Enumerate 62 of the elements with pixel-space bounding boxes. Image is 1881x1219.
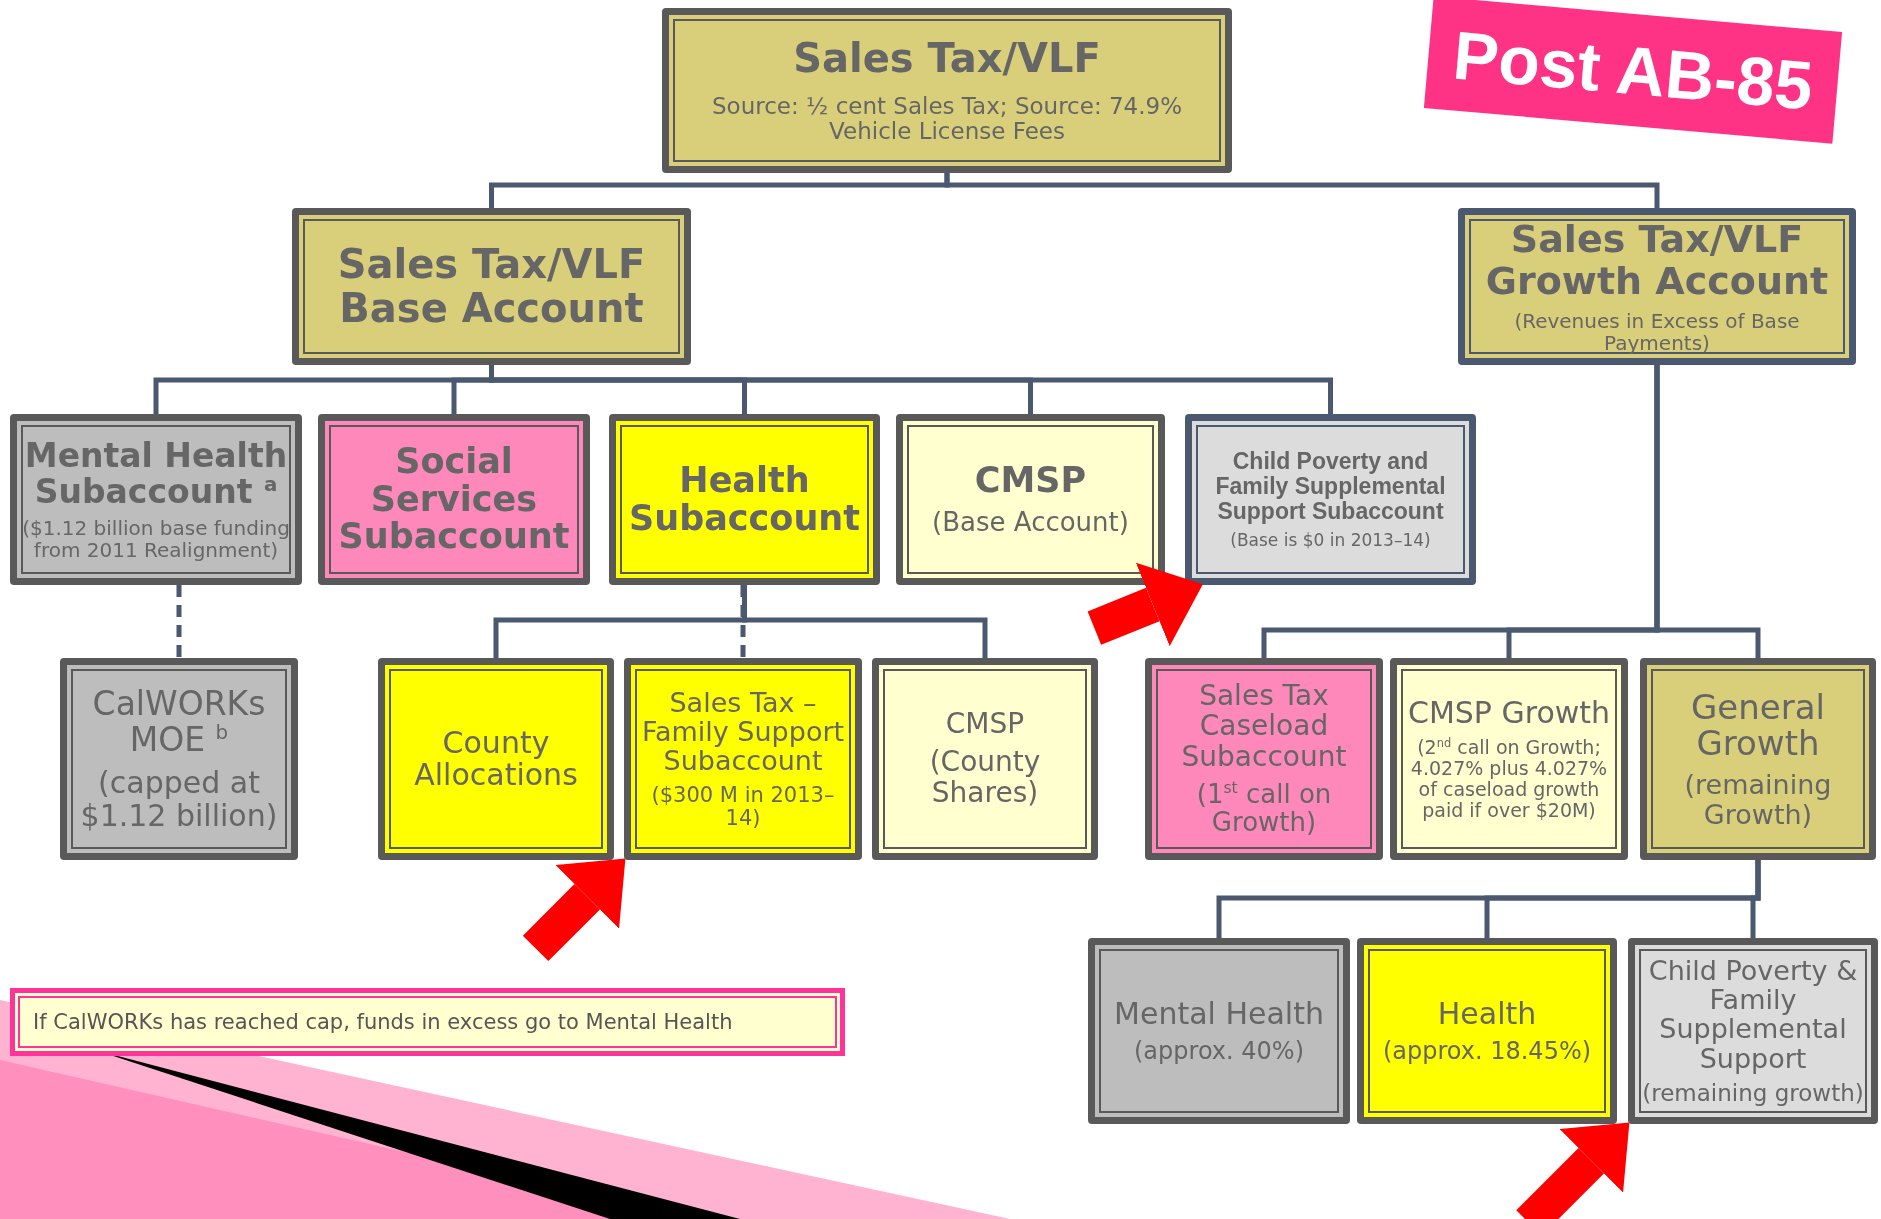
note-text: If CalWORKs has reached cap, funds in excess go to Mental Health [33,1010,733,1034]
account-note: ($1.12 billion base funding from 2011 Realignment) [21,517,291,562]
account-title: Sales Tax/VLF Base Account [336,243,647,330]
account-box [1145,658,1383,860]
connector-line [944,173,1660,208]
account-box [1185,414,1476,585]
account-title: Sales Tax Caseload Subaccount [1180,681,1348,772]
block-arrow [1516,1122,1630,1219]
connector-line [1654,365,1761,658]
account-box [1640,658,1876,860]
connector-line [740,585,746,658]
account-note: (1$^{st}$ call on Growth) [1195,779,1333,837]
account-title: Social Services Subaccount [337,442,571,557]
account-box [292,208,691,365]
account-note: (remaining growth) [1642,1080,1864,1106]
note-box [10,988,845,1056]
account-box [378,658,614,860]
account-box [1357,938,1617,1124]
account-note: (2$^{nd}$ call on Growth; 4.027% plus 4.027% of caseload growth paid if over $20M) [1409,737,1609,822]
account-box [10,414,302,585]
account-title: Mental Health [1114,997,1324,1030]
account-box [624,658,862,860]
account-box [1088,938,1350,1124]
account-note: (remaining Growth) [1683,770,1833,830]
account-title: General Growth [1690,688,1826,763]
connector-line [1750,860,1761,938]
account-box [609,414,880,585]
account-note: Source: ½ cent Sales Tax; Source: 74.9% Vehicle License Fees [711,93,1183,145]
account-title: Mental Health Subaccount $^{a}$ [23,437,289,510]
account-title: Sales Tax/VLF Growth Account [1484,219,1830,302]
account-title: County Allocations [413,726,579,792]
account-title: CMSP [974,462,1087,501]
account-box [896,414,1165,585]
account-box [1458,208,1856,365]
connector-line [176,585,182,658]
account-note: ($300 M in 2013–14) [650,783,836,830]
account-title: Sales Tax/VLF [793,36,1101,80]
account-box [1628,938,1878,1124]
account-title: Child Poverty and Family Supplemental Support Subaccount [1214,448,1447,524]
slide-tag: Post AB-85 [1423,0,1843,144]
account-title: CalWORKs MOE $^{b}$ [91,686,267,758]
account-box [1390,658,1628,860]
account-note: (County Shares) [928,747,1042,809]
account-note: (capped at $1.12 billion) [79,765,279,832]
account-title: Child Poverty & Family Supplemental Support [1647,956,1859,1073]
account-title: Health [1437,997,1537,1030]
account-box [60,658,298,860]
account-note: (approx. 18.45%) [1382,1038,1592,1065]
account-note: (Revenues in Excess of Base Payments) [1513,309,1801,354]
connector-line [742,585,988,658]
account-title: CMSP Growth [1407,696,1611,730]
account-note: (approx. 40%) [1134,1038,1304,1065]
account-box [872,658,1098,860]
account-note: (Base Account) [932,508,1129,537]
account-title: Sales Tax – Family Support Subaccount [640,688,846,776]
block-arrow [522,858,626,962]
account-title: Health Subaccount [628,461,861,538]
block-arrow [1087,562,1203,647]
account-box [318,414,590,585]
account-note: (Base is $0 in 2013–14) [1230,531,1431,551]
account-box [662,8,1232,173]
account-title: CMSP [945,709,1025,740]
